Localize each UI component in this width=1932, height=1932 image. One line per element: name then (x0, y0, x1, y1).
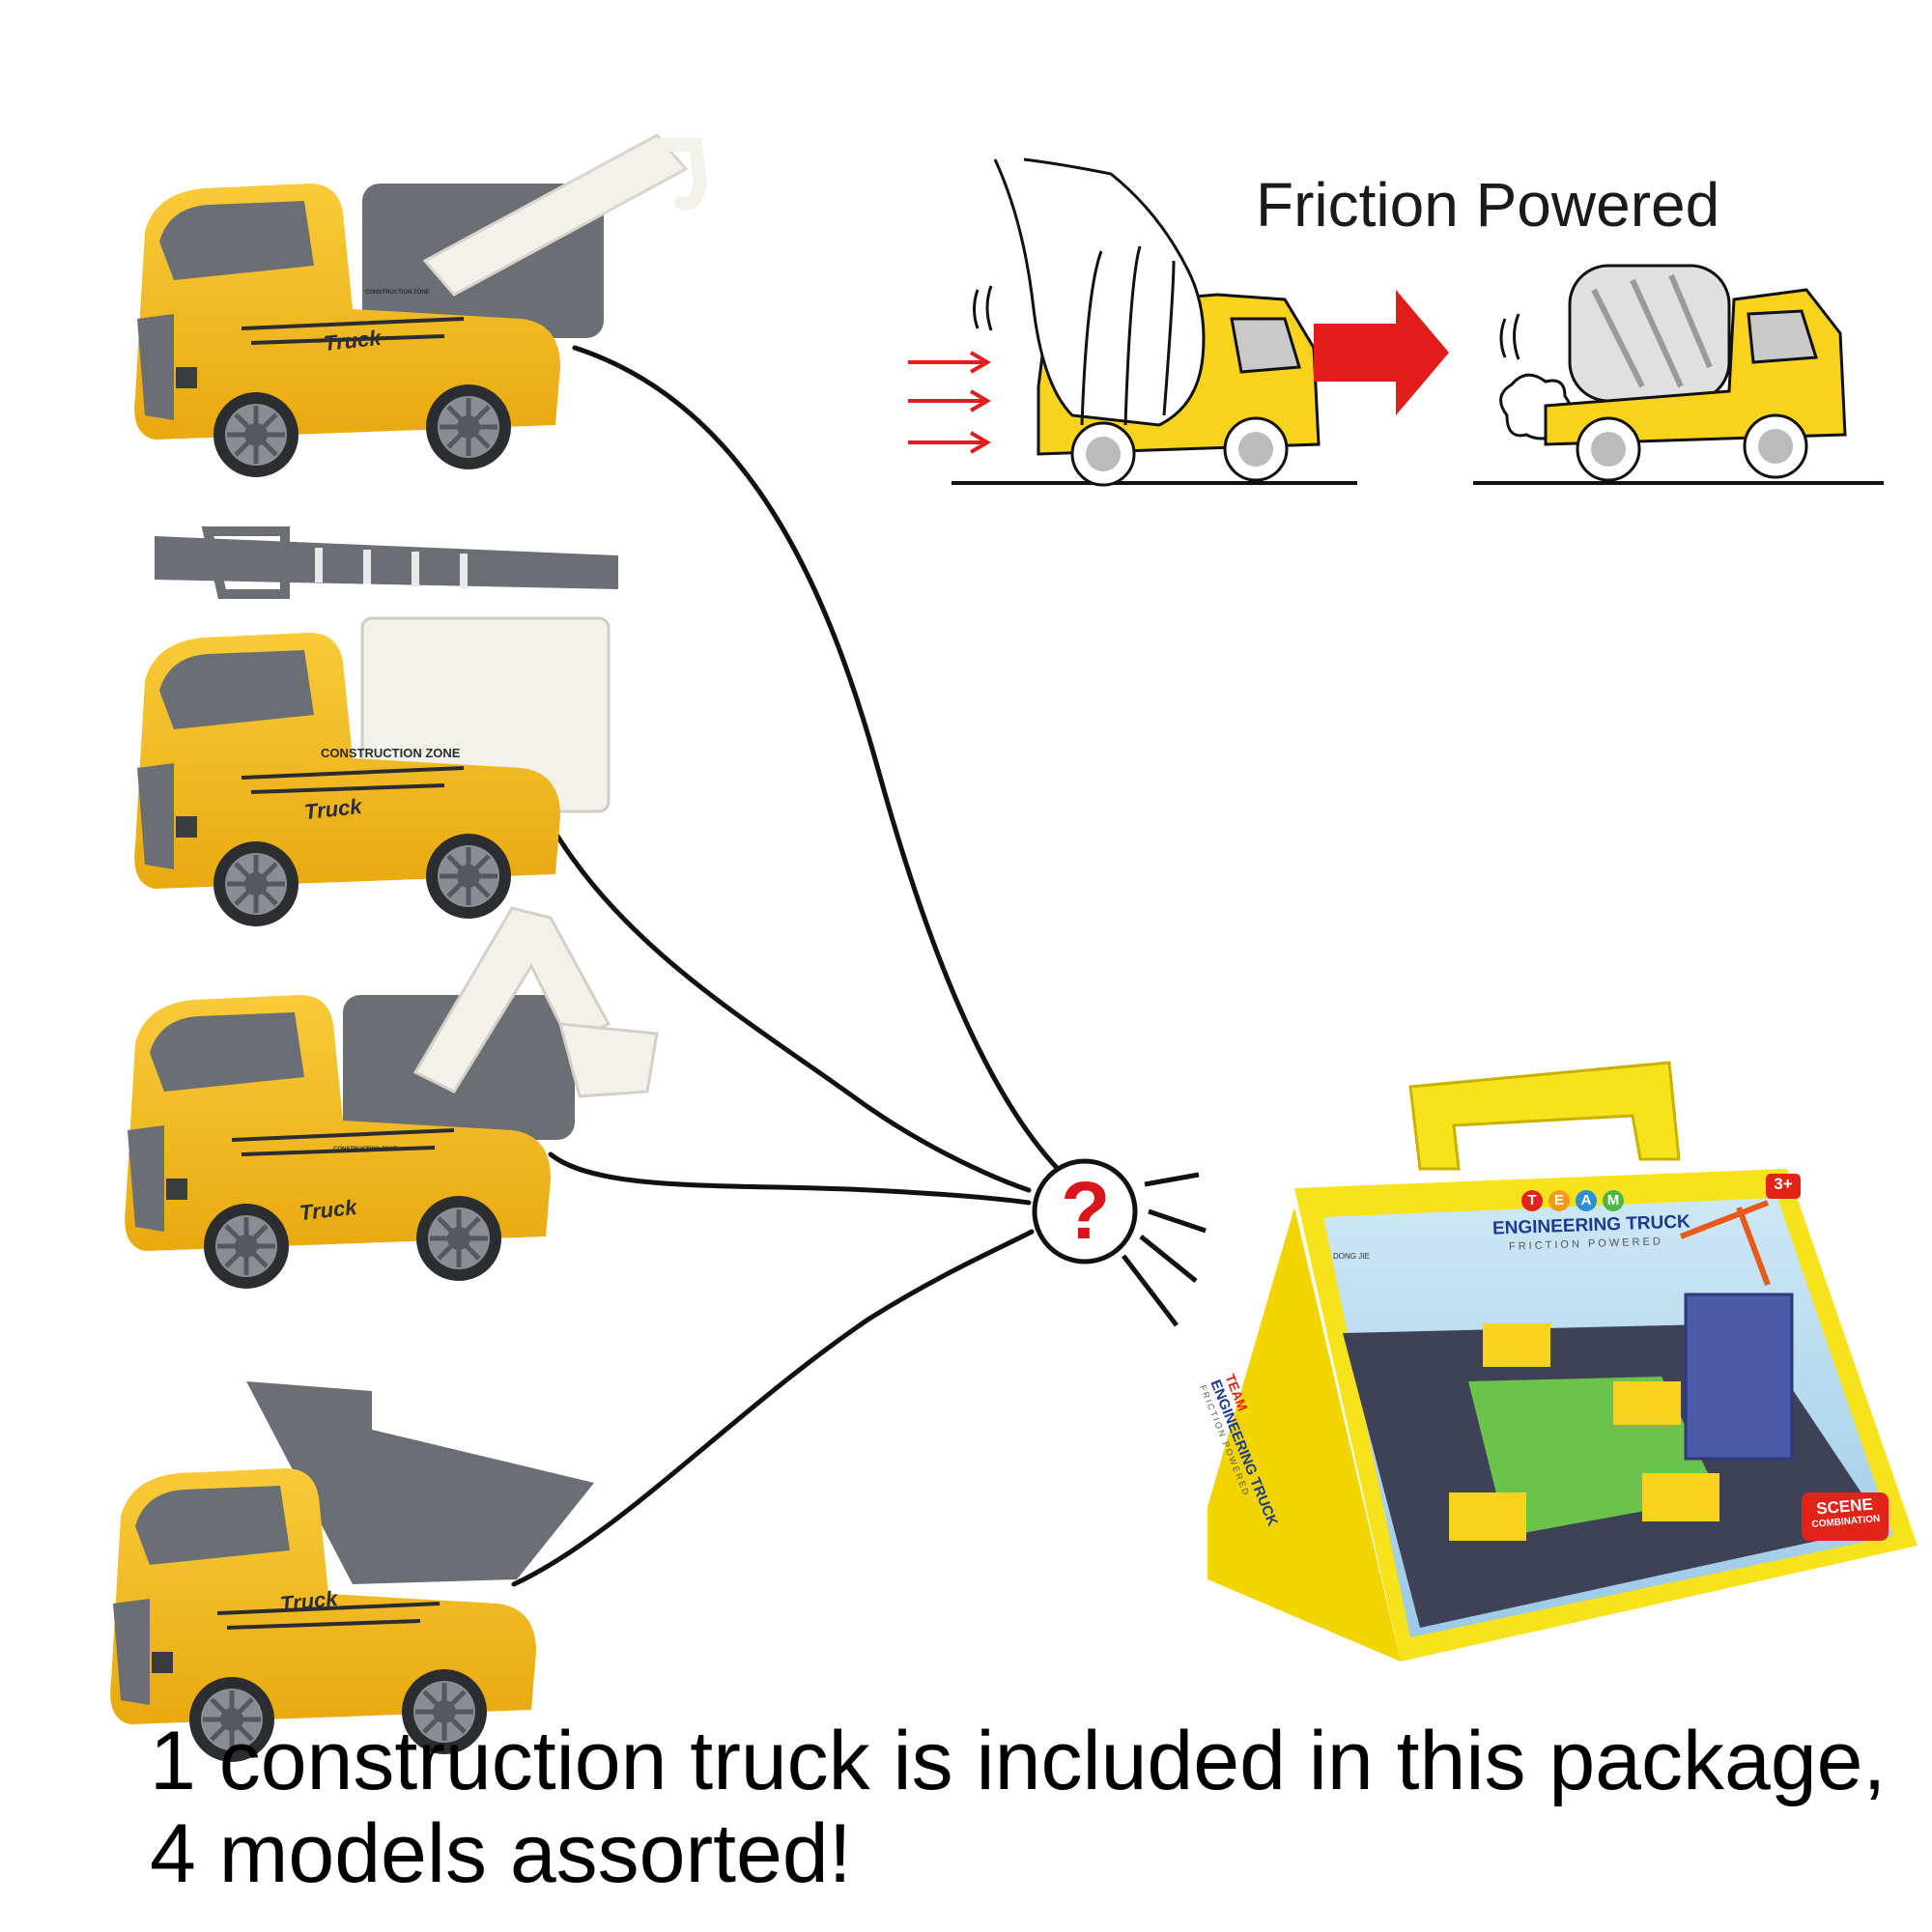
crane-boom (422, 133, 689, 297)
box-truck-art (1449, 1492, 1526, 1541)
box-truck-art (1642, 1473, 1719, 1521)
package-team-letters: T E A M (1521, 1190, 1624, 1211)
motion-arrow (908, 351, 991, 374)
connector-lines (511, 345, 1061, 1587)
motion-arrow (908, 431, 991, 454)
excavator-bucket (557, 1022, 659, 1098)
team-letter: E (1548, 1190, 1570, 1211)
package-box (1208, 1061, 1918, 1662)
connector-line-3 (548, 1151, 1032, 1206)
box-side (1208, 1208, 1401, 1662)
truck-excavator (125, 906, 659, 1289)
motion-lines (973, 285, 993, 331)
box-building (1684, 1293, 1794, 1461)
box-truck-art (1483, 1323, 1550, 1367)
truck-ladder (134, 526, 618, 926)
ladder-boom (155, 536, 618, 589)
connector-line-1 (572, 345, 1061, 1172)
box-crane (1679, 1200, 1771, 1287)
truck-crane (134, 133, 708, 477)
crane-hook (650, 138, 708, 211)
truck-dump (110, 1381, 594, 1762)
motion-arrow (908, 389, 991, 412)
illustrated-truck-window (1747, 309, 1818, 364)
burst-line (1139, 1235, 1198, 1283)
scene-badge-bg (1802, 1492, 1889, 1541)
ladder-basket (201, 526, 290, 599)
mystery-circle (1032, 1158, 1207, 1327)
burst-line (1148, 1208, 1207, 1234)
dump-bed (246, 1381, 594, 1584)
friction-after-illustration (1473, 264, 1884, 485)
connector-line-2 (543, 813, 1032, 1193)
truck-ladder-side-text: CONSTRUCTION ZONE (321, 746, 461, 760)
truck-crane-side-text: CONSTRUCTION ZONE (365, 290, 430, 296)
truck-excavator-side-text: CONSTRUCTION ZONE (333, 1147, 398, 1152)
mixer-drum (1568, 264, 1731, 403)
big-red-arrow (1314, 290, 1449, 415)
ladder-rungs (315, 548, 468, 588)
burst-line (1144, 1172, 1200, 1187)
friction-before-illustration (908, 157, 1357, 487)
connector-line-4 (511, 1229, 1035, 1587)
friction-powered-title: Friction Powered (1256, 170, 1720, 240)
age-badge-bg (1766, 1174, 1801, 1199)
age-badge: 3+ (1774, 1175, 1793, 1193)
team-letter: M (1603, 1190, 1624, 1211)
package-caption: 1 construction truck is included in this… (150, 1715, 1886, 1900)
mystery-question-mark: ? (1061, 1165, 1111, 1256)
hand-outline (993, 157, 1206, 427)
caption-line-1: 1 construction truck is included in this… (150, 1715, 1887, 1807)
team-letter: A (1576, 1190, 1597, 1211)
box-handle (1408, 1061, 1681, 1171)
brand-logo-text: DONG JIE (1333, 1252, 1370, 1261)
illustrated-truck-window (1230, 317, 1301, 374)
team-letter: T (1521, 1190, 1543, 1211)
box-truck-art (1613, 1381, 1681, 1425)
motion-lines (1499, 313, 1520, 360)
caption-line-2: 4 models assorted! (150, 1807, 852, 1900)
burst-line (1122, 1254, 1179, 1327)
